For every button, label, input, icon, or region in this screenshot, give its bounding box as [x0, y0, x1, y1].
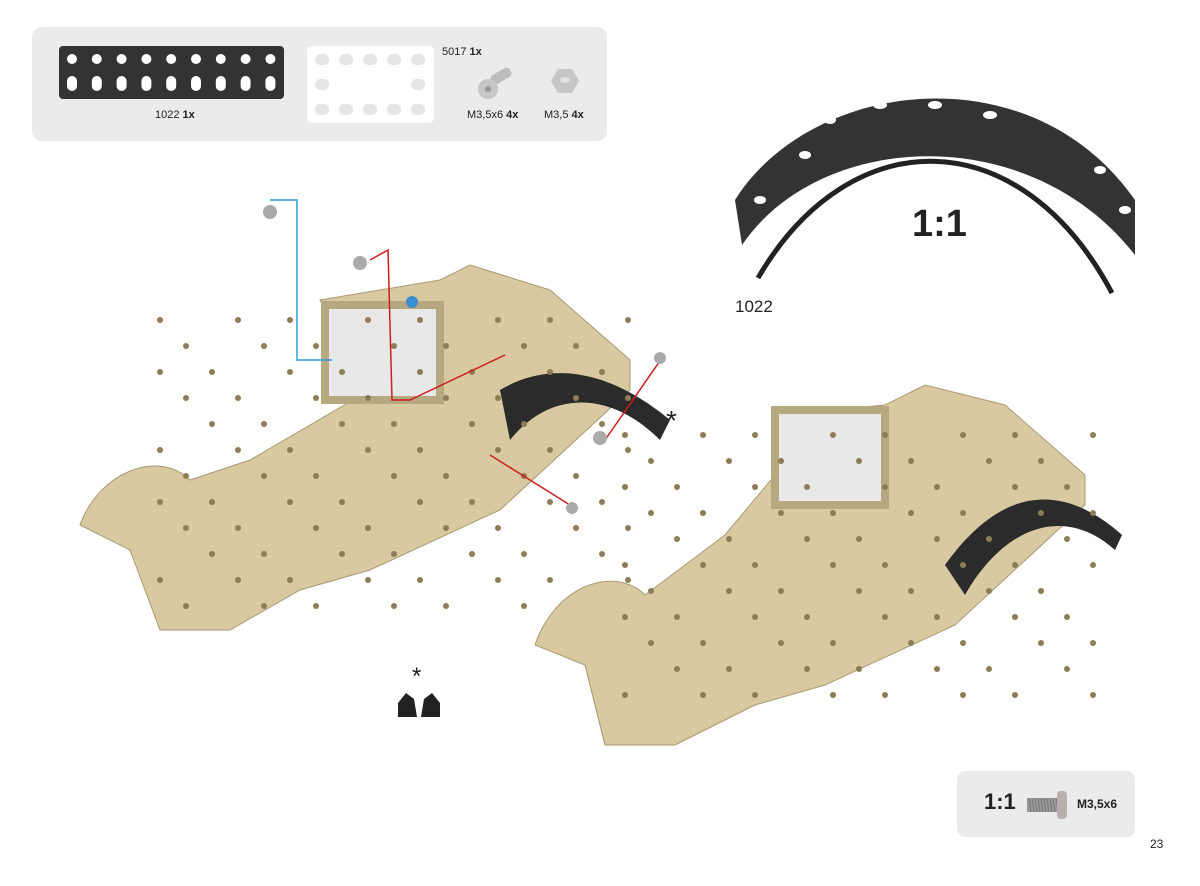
- car-model-exploded: [79, 199, 670, 631]
- nut-icon: [566, 502, 578, 514]
- screw-icon: [593, 431, 607, 445]
- curved-strip-1to1: [735, 71, 1135, 295]
- page-number: 23: [1150, 837, 1164, 851]
- nut-icon: [551, 69, 579, 93]
- nut-icon: [406, 296, 418, 308]
- part-label-5017: 5017 1x: [442, 46, 482, 58]
- screw-scale-ratio: 1:1: [984, 789, 1016, 814]
- car-model-assembled: [534, 384, 1122, 746]
- red-guide-line: [369, 248, 506, 401]
- parts-list-panel: 1022 1x 5017 1x M3,5x6 4x M3,5 4x: [32, 27, 607, 141]
- screw-icon: [353, 256, 367, 270]
- blue-guide-line: [270, 199, 332, 361]
- screw-1to1-icon: [1027, 791, 1067, 819]
- screw-scale-label: M3,5x6: [1077, 797, 1118, 811]
- asterisk-mark: *: [666, 405, 677, 436]
- screw-icon: [263, 205, 277, 219]
- scale-part-label: 1022: [735, 297, 773, 316]
- part-5017-plate: [307, 46, 434, 123]
- part-1022-strip: [59, 46, 284, 99]
- screw-icon: [478, 67, 512, 99]
- part-label-1022: 1022 1x: [155, 109, 195, 121]
- nut-icon: [654, 352, 666, 364]
- scale-ratio-label: 1:1: [912, 203, 967, 245]
- hands-bend-icon: [398, 693, 440, 717]
- part-label-nut: M3,5 4x: [544, 109, 584, 121]
- screw-scale-panel: 1:1 M3,5x6: [957, 771, 1135, 837]
- asterisk-mark: *: [412, 663, 422, 690]
- part-label-screw: M3,5x6 4x: [467, 109, 519, 121]
